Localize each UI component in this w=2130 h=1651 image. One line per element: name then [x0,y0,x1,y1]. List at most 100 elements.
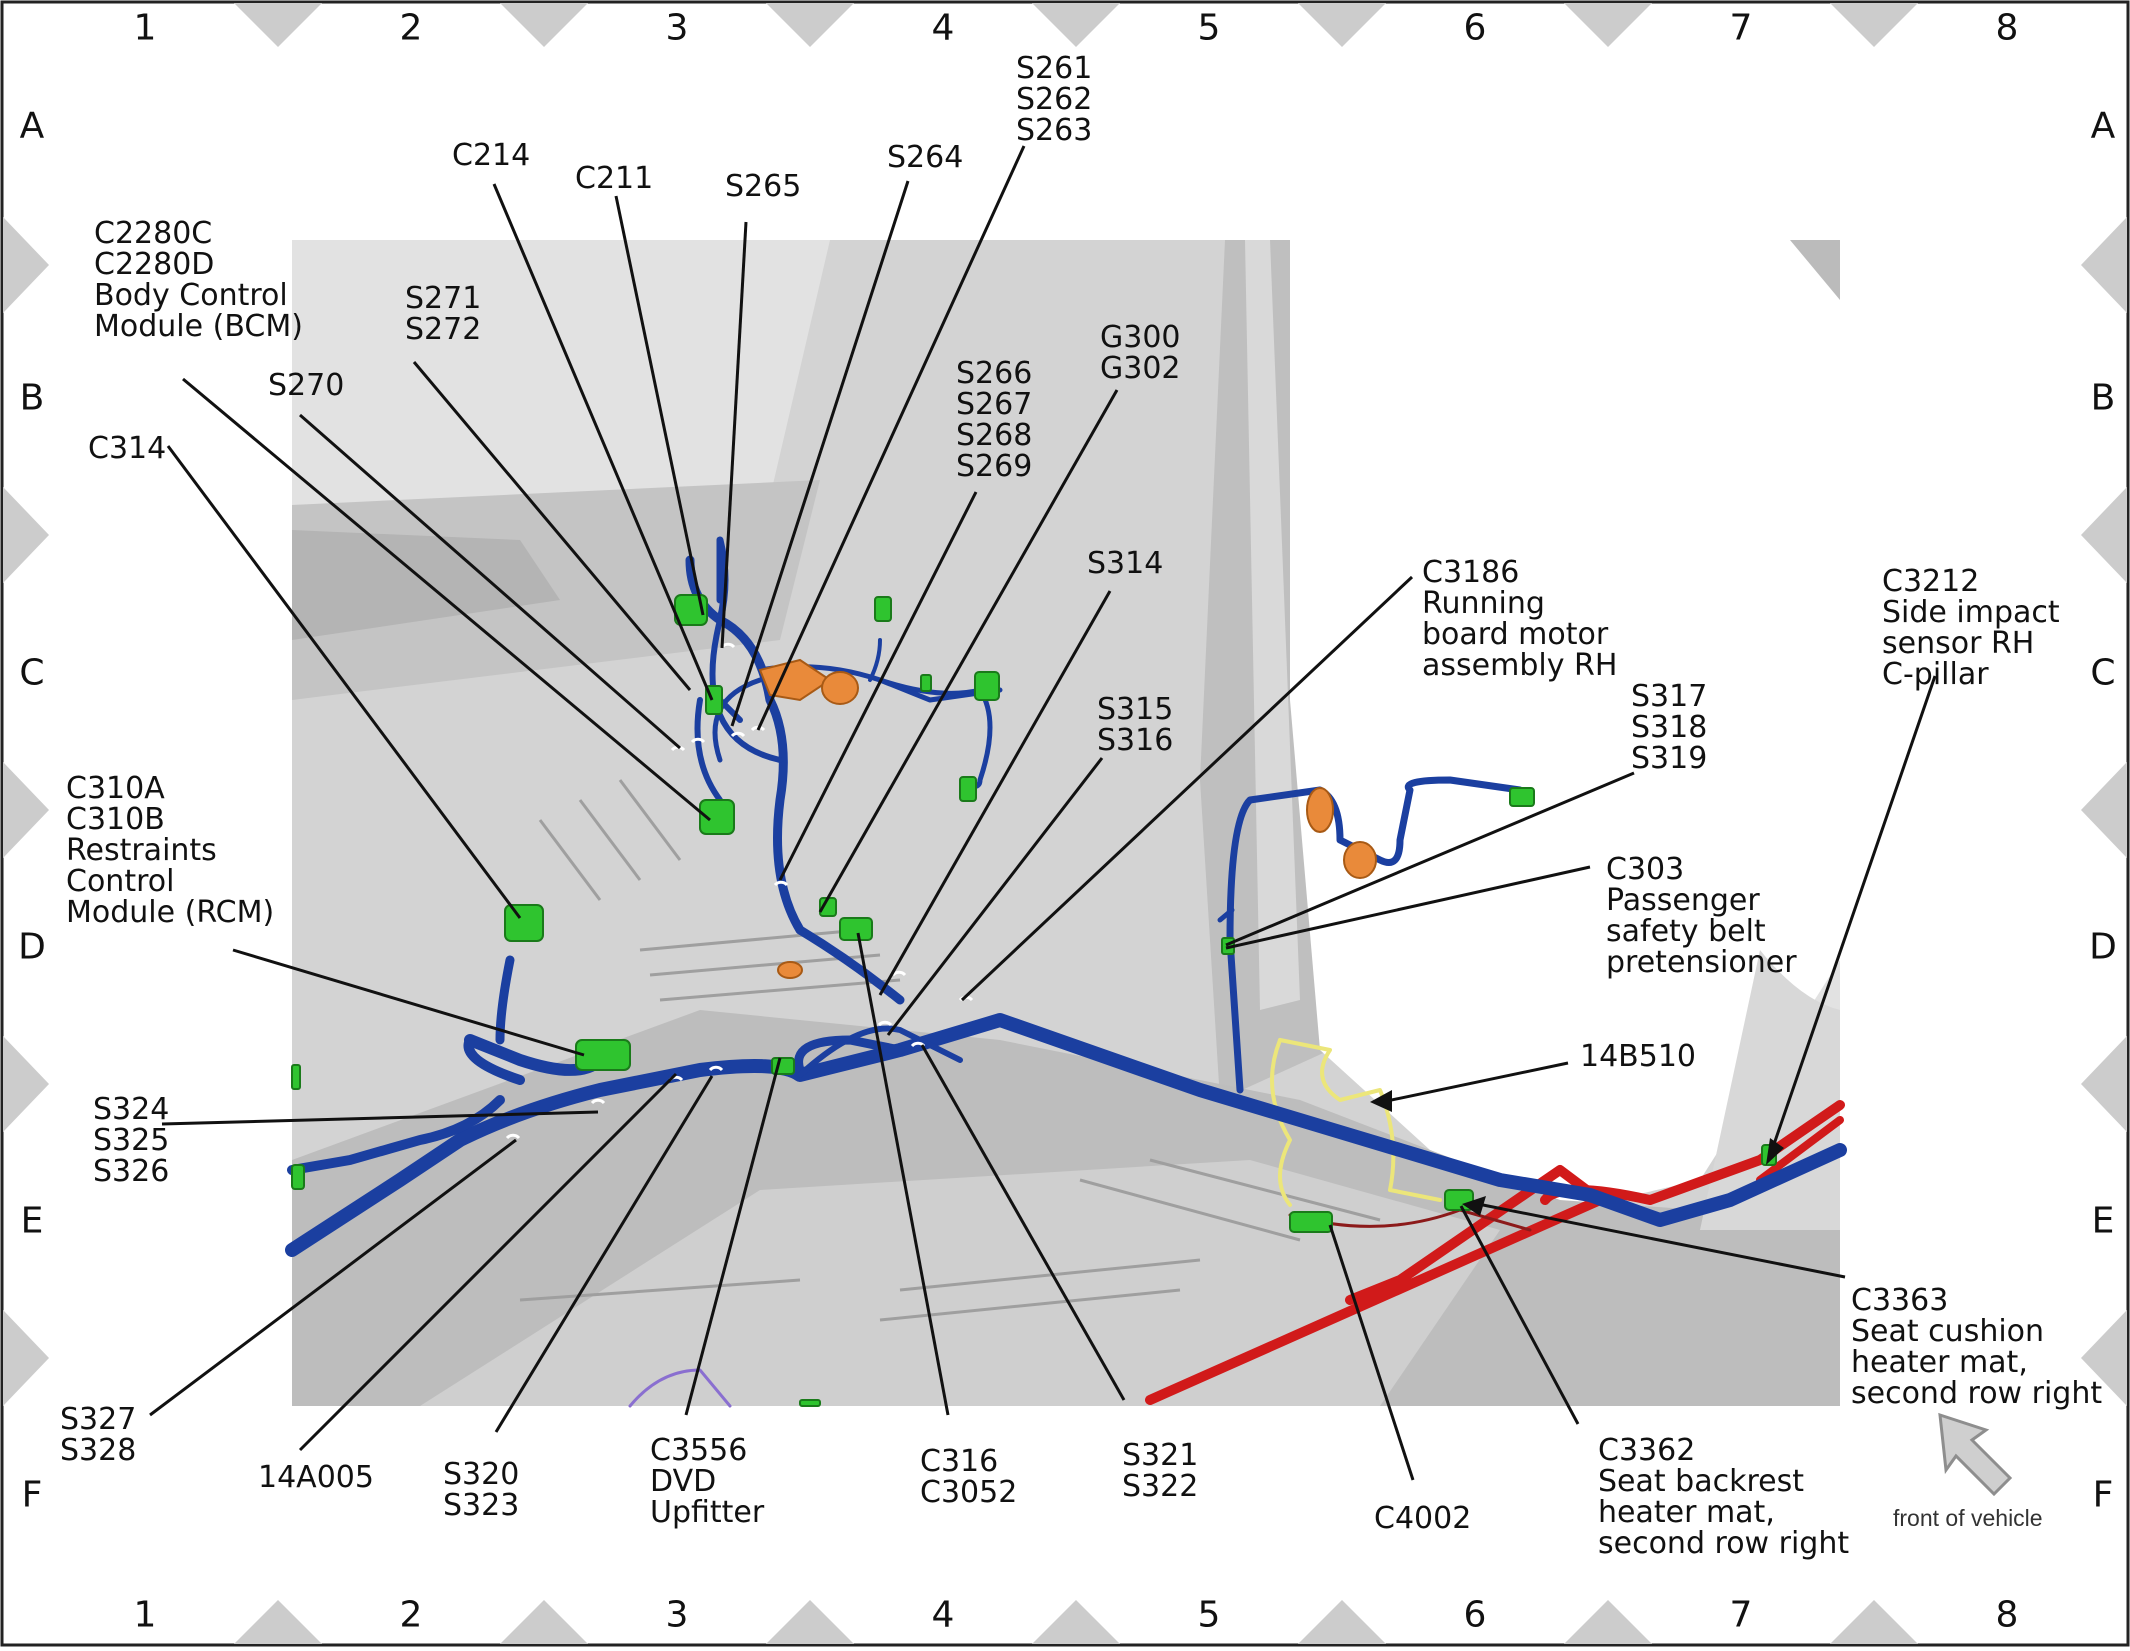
callout-line: Module (BCM) [94,309,303,344]
callout-line: S317 [1631,679,1708,714]
callout-line: Control [66,864,175,899]
callout-line: S326 [93,1154,170,1189]
callout-line: C211 [575,161,654,196]
grid-col-label-top: 8 [1995,7,2019,49]
grid-row-label-right: B [2090,377,2116,419]
callout-line: S264 [887,140,964,175]
grid-row-label-left: E [20,1200,44,1242]
callout-line: C3212 [1882,564,1980,599]
front-of-vehicle-label: front of vehicle [1893,1505,2043,1531]
callout-line: C3362 [1598,1433,1696,1468]
frame-marker [3,1036,49,1132]
callout-line: G300 [1100,320,1181,355]
grid-row-label-right: F [2092,1474,2114,1516]
callout-line: DVD [650,1464,717,1499]
harness-layer [285,536,1847,1408]
callout-line: S262 [1016,82,1093,117]
callout-c214: C214 [452,140,530,171]
grid-row-label-left: F [21,1474,43,1516]
callout-line: S314 [1087,546,1164,581]
callout-line: S265 [725,169,802,204]
callout-line: S271 [405,281,482,316]
callout-line: C4002 [1374,1501,1472,1536]
callout-line: pretensioner [1606,945,1797,980]
callout-line: C2280D [94,247,215,282]
callout-line: C3052 [920,1475,1018,1510]
callout-line: S269 [956,449,1033,484]
frame-marker [234,1600,322,1644]
callout-line: S327 [60,1402,137,1437]
grid-row-label-left: D [18,926,46,968]
grid-row-label-left: A [19,105,45,147]
grid-row-label-left: B [19,377,45,419]
grid-row-label-left: C [19,652,45,694]
frame-marker [2081,217,2127,313]
callout-s314: S314 [1087,548,1163,579]
callout-s265: S265 [725,171,801,202]
callout-line: assembly RH [1422,648,1618,683]
frame-marker [1032,1600,1120,1644]
grid-row-label-right: C [2090,652,2116,694]
frame-marker [3,1310,49,1406]
grid-col-label-bottom: 3 [665,1594,689,1636]
callout-line: S328 [60,1433,137,1468]
callout-line: S316 [1097,723,1174,758]
frame-marker [3,217,49,313]
callout-s270: S270 [268,370,344,401]
callout-line: 14B510 [1580,1039,1697,1074]
frame-marker [234,3,322,47]
frame-marker [1564,3,1652,47]
callout-line: heater mat, [1598,1495,1775,1530]
callout-c211: C211 [575,163,653,194]
frame-marker [1564,1600,1652,1644]
callout-line: S322 [1122,1469,1199,1504]
callout-line: C310B [66,802,165,837]
callout-line: C3556 [650,1433,748,1468]
callout-line: S323 [443,1488,520,1523]
callout-line: C303 [1606,852,1685,887]
grid-col-label-top: 7 [1729,7,1753,49]
grid-col-label-top: 6 [1463,7,1487,49]
grid-col-label-bottom: 1 [133,1594,157,1636]
frame-marker [2081,1036,2127,1132]
grid-col-label-top: 2 [399,7,423,49]
callout-line: C310A [66,771,165,806]
front-of-vehicle-arrow-icon [1938,1412,2013,1497]
callout-line: Seat backrest [1598,1464,1805,1499]
frame-marker [1298,1600,1386,1644]
callout-line: Passenger [1606,883,1760,918]
grid-col-label-top: 5 [1197,7,1221,49]
callout-line: S315 [1097,692,1174,727]
frame-marker [500,3,588,47]
callout-line: S267 [956,387,1033,422]
grid-col-label-bottom: 7 [1729,1594,1753,1636]
frame-marker [2081,762,2127,858]
frame-marker [2081,1310,2127,1406]
grid-col-label-top: 1 [133,7,157,49]
frame-marker [3,762,49,858]
vehicle-illustration [292,240,1840,1406]
callout-line: second row right [1851,1376,2103,1411]
grid-col-label-top: 4 [931,7,955,49]
callout-line: C3186 [1422,555,1520,590]
callout-line: Running [1422,586,1545,621]
callout-line: S261 [1016,51,1093,86]
callout-line: C2280C [94,216,213,251]
callout-line: sensor RH [1882,626,2035,661]
callout-c4002: C4002 [1374,1503,1471,1534]
callout-line: Upfitter [650,1495,765,1530]
arrowheads [1370,1090,1784,1216]
